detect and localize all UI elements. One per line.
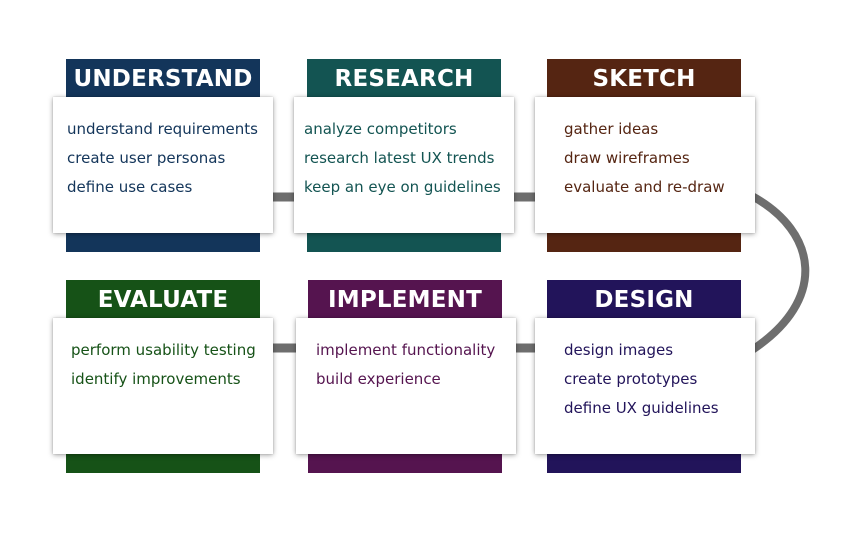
stage-understand-list: understand requirements create user pers…: [67, 115, 273, 202]
stage-understand-card: understand requirements create user pers…: [53, 97, 273, 233]
list-item: keep an eye on guidelines: [304, 178, 501, 196]
stage-design-card: design images create prototypes define U…: [535, 318, 755, 454]
list-item: draw wireframes: [564, 149, 690, 167]
list-item: define UX guidelines: [564, 399, 719, 417]
stage-research-card: analyze competitors research latest UX t…: [294, 97, 514, 233]
stage-implement-title: IMPLEMENT: [327, 287, 482, 313]
list-item: implement functionality: [316, 341, 496, 359]
stage-evaluate-list: perform usability testing identify impro…: [71, 336, 273, 394]
connector-sketch-design-curve: [749, 192, 810, 354]
list-item: build experience: [316, 370, 441, 388]
list-item: analyze competitors: [304, 120, 457, 138]
stage-sketch-title: SKETCH: [592, 66, 696, 92]
stage-sketch-card: gather ideas draw wireframes evaluate an…: [535, 97, 755, 233]
stage-understand-title: UNDERSTAND: [73, 66, 253, 92]
stage-research-list: analyze competitors research latest UX t…: [304, 115, 514, 202]
list-item: evaluate and re-draw: [564, 178, 725, 196]
list-item: understand requirements: [67, 120, 258, 138]
stage-design-list: design images create prototypes define U…: [564, 336, 755, 423]
stage-research-title: RESEARCH: [334, 66, 474, 92]
list-item: identify improvements: [71, 370, 241, 388]
list-item: perform usability testing: [71, 341, 256, 359]
list-item: create user personas: [67, 149, 226, 167]
stage-evaluate-title: EVALUATE: [97, 287, 229, 313]
list-item: research latest UX trends: [304, 149, 495, 167]
list-item: gather ideas: [564, 120, 659, 138]
list-item: create prototypes: [564, 370, 698, 388]
list-item: define use cases: [67, 178, 193, 196]
stage-evaluate-card: perform usability testing identify impro…: [53, 318, 273, 454]
stage-implement-card: implement functionality build experience: [296, 318, 516, 454]
stage-implement-list: implement functionality build experience: [316, 336, 516, 394]
list-item: design images: [564, 341, 674, 359]
stage-design-title: DESIGN: [594, 287, 694, 313]
stage-sketch-list: gather ideas draw wireframes evaluate an…: [564, 115, 755, 202]
